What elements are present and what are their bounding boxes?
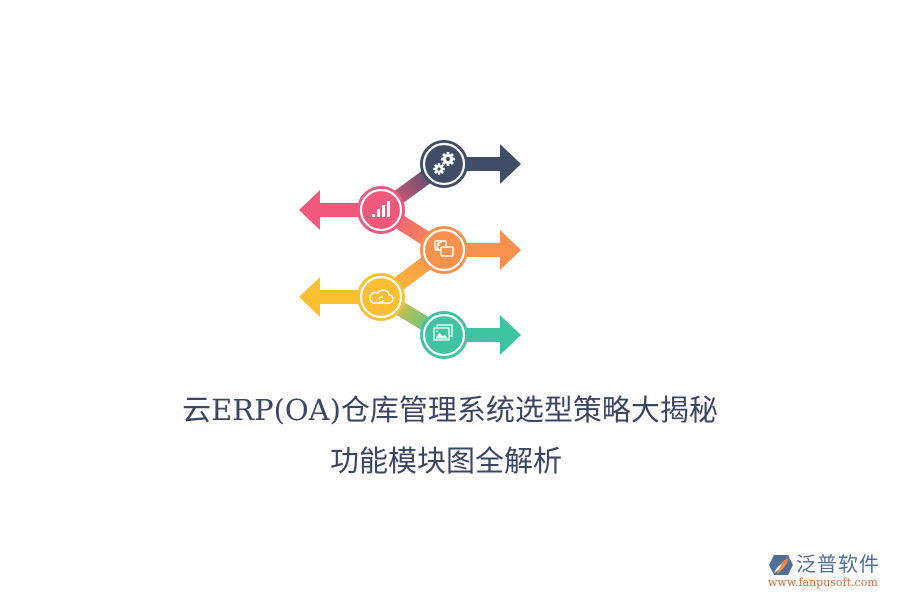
fanpu-logo: 泛普软件 www.fanpusoft.com [768,552,893,596]
arrow-left-4 [299,277,381,317]
node-screen-cast [420,226,468,274]
arrow-right-1 [444,144,521,184]
fanpu-logo-mark-icon [769,555,793,575]
node-bar-chart [357,186,405,234]
title-line-2: 功能模块图全解析 [329,444,562,478]
node-cloud-sync [357,273,405,321]
bar-chart-icon [372,201,390,217]
cloud-sync-icon [369,289,394,304]
fanpu-logo-url: www.fanpusoft.com [768,576,878,589]
arrow-right-5 [444,315,521,355]
node-gears [420,140,468,188]
node-image-gallery [420,311,468,359]
arrows [299,144,521,355]
gears-icon [433,152,455,175]
arrow-right-3 [444,230,521,270]
title-line-1: 云ERP(OA)仓库管理系统选型策略大揭秘 [182,393,718,427]
arrow-left-2 [299,190,381,230]
screen-cast-icon [434,240,454,257]
fanpu-logo-name: 泛普软件 [796,552,880,576]
image-gallery-icon [433,324,453,341]
